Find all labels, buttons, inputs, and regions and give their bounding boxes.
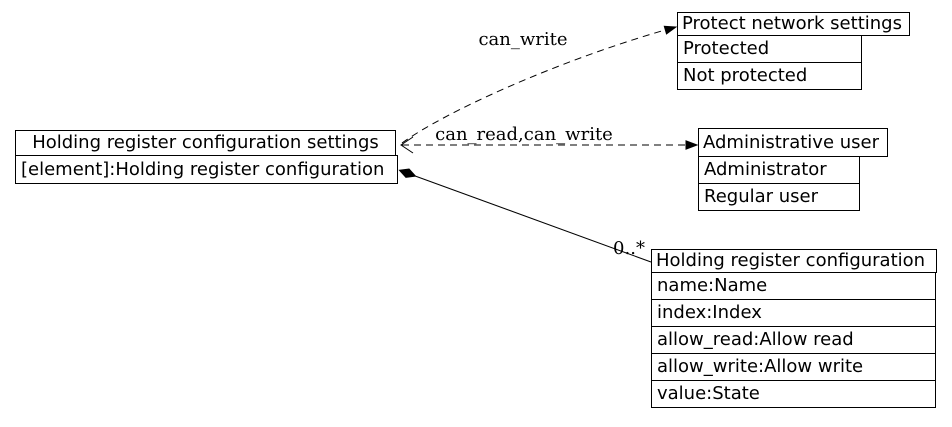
diamond-icon bbox=[398, 168, 417, 178]
node-row: name:Name bbox=[651, 272, 936, 300]
node-row: allow_write:Allow write bbox=[651, 353, 936, 381]
node-row: Administrator bbox=[698, 156, 860, 184]
node-title: Administrative user bbox=[698, 128, 888, 157]
node-row: Regular user bbox=[698, 183, 860, 211]
edge-label-can-read-can-write: can_read,can_write bbox=[435, 124, 613, 145]
arrowhead-icon bbox=[663, 25, 678, 35]
node-row: Protected bbox=[677, 35, 862, 63]
edge-composition-line bbox=[415, 175, 652, 263]
edge-composition: 0..* bbox=[398, 168, 652, 263]
node-title: Holding register configuration bbox=[651, 249, 937, 273]
node-row: [element]:Holding register configuration bbox=[15, 155, 398, 184]
node-title: Holding register configuration settings bbox=[15, 130, 396, 156]
node-administrative-user: Administrative user Administrator Regula… bbox=[698, 128, 888, 211]
arrowhead-icon bbox=[685, 140, 699, 150]
node-row: Not protected bbox=[677, 62, 862, 90]
edge-label-can-write: can_write bbox=[478, 29, 567, 50]
node-protect-network-settings: Protect network settings Protected Not p… bbox=[677, 12, 910, 90]
edge-can-read-can-write: can_read,can_write bbox=[400, 124, 699, 154]
node-row: allow_read:Allow read bbox=[651, 326, 936, 354]
node-row: value:State bbox=[651, 380, 936, 408]
edge-can-write: can_write bbox=[401, 25, 678, 144]
edge-can-write-line bbox=[401, 29, 666, 144]
node-holding-register-configuration: Holding register configuration name:Name… bbox=[651, 249, 937, 408]
node-row: index:Index bbox=[651, 299, 936, 327]
edge-label-multiplicity: 0..* bbox=[613, 238, 645, 259]
node-title: Protect network settings bbox=[677, 12, 910, 36]
node-holding-register-configuration-settings: Holding register configuration settings … bbox=[15, 130, 398, 184]
vee-arrowhead-icon bbox=[400, 136, 414, 154]
